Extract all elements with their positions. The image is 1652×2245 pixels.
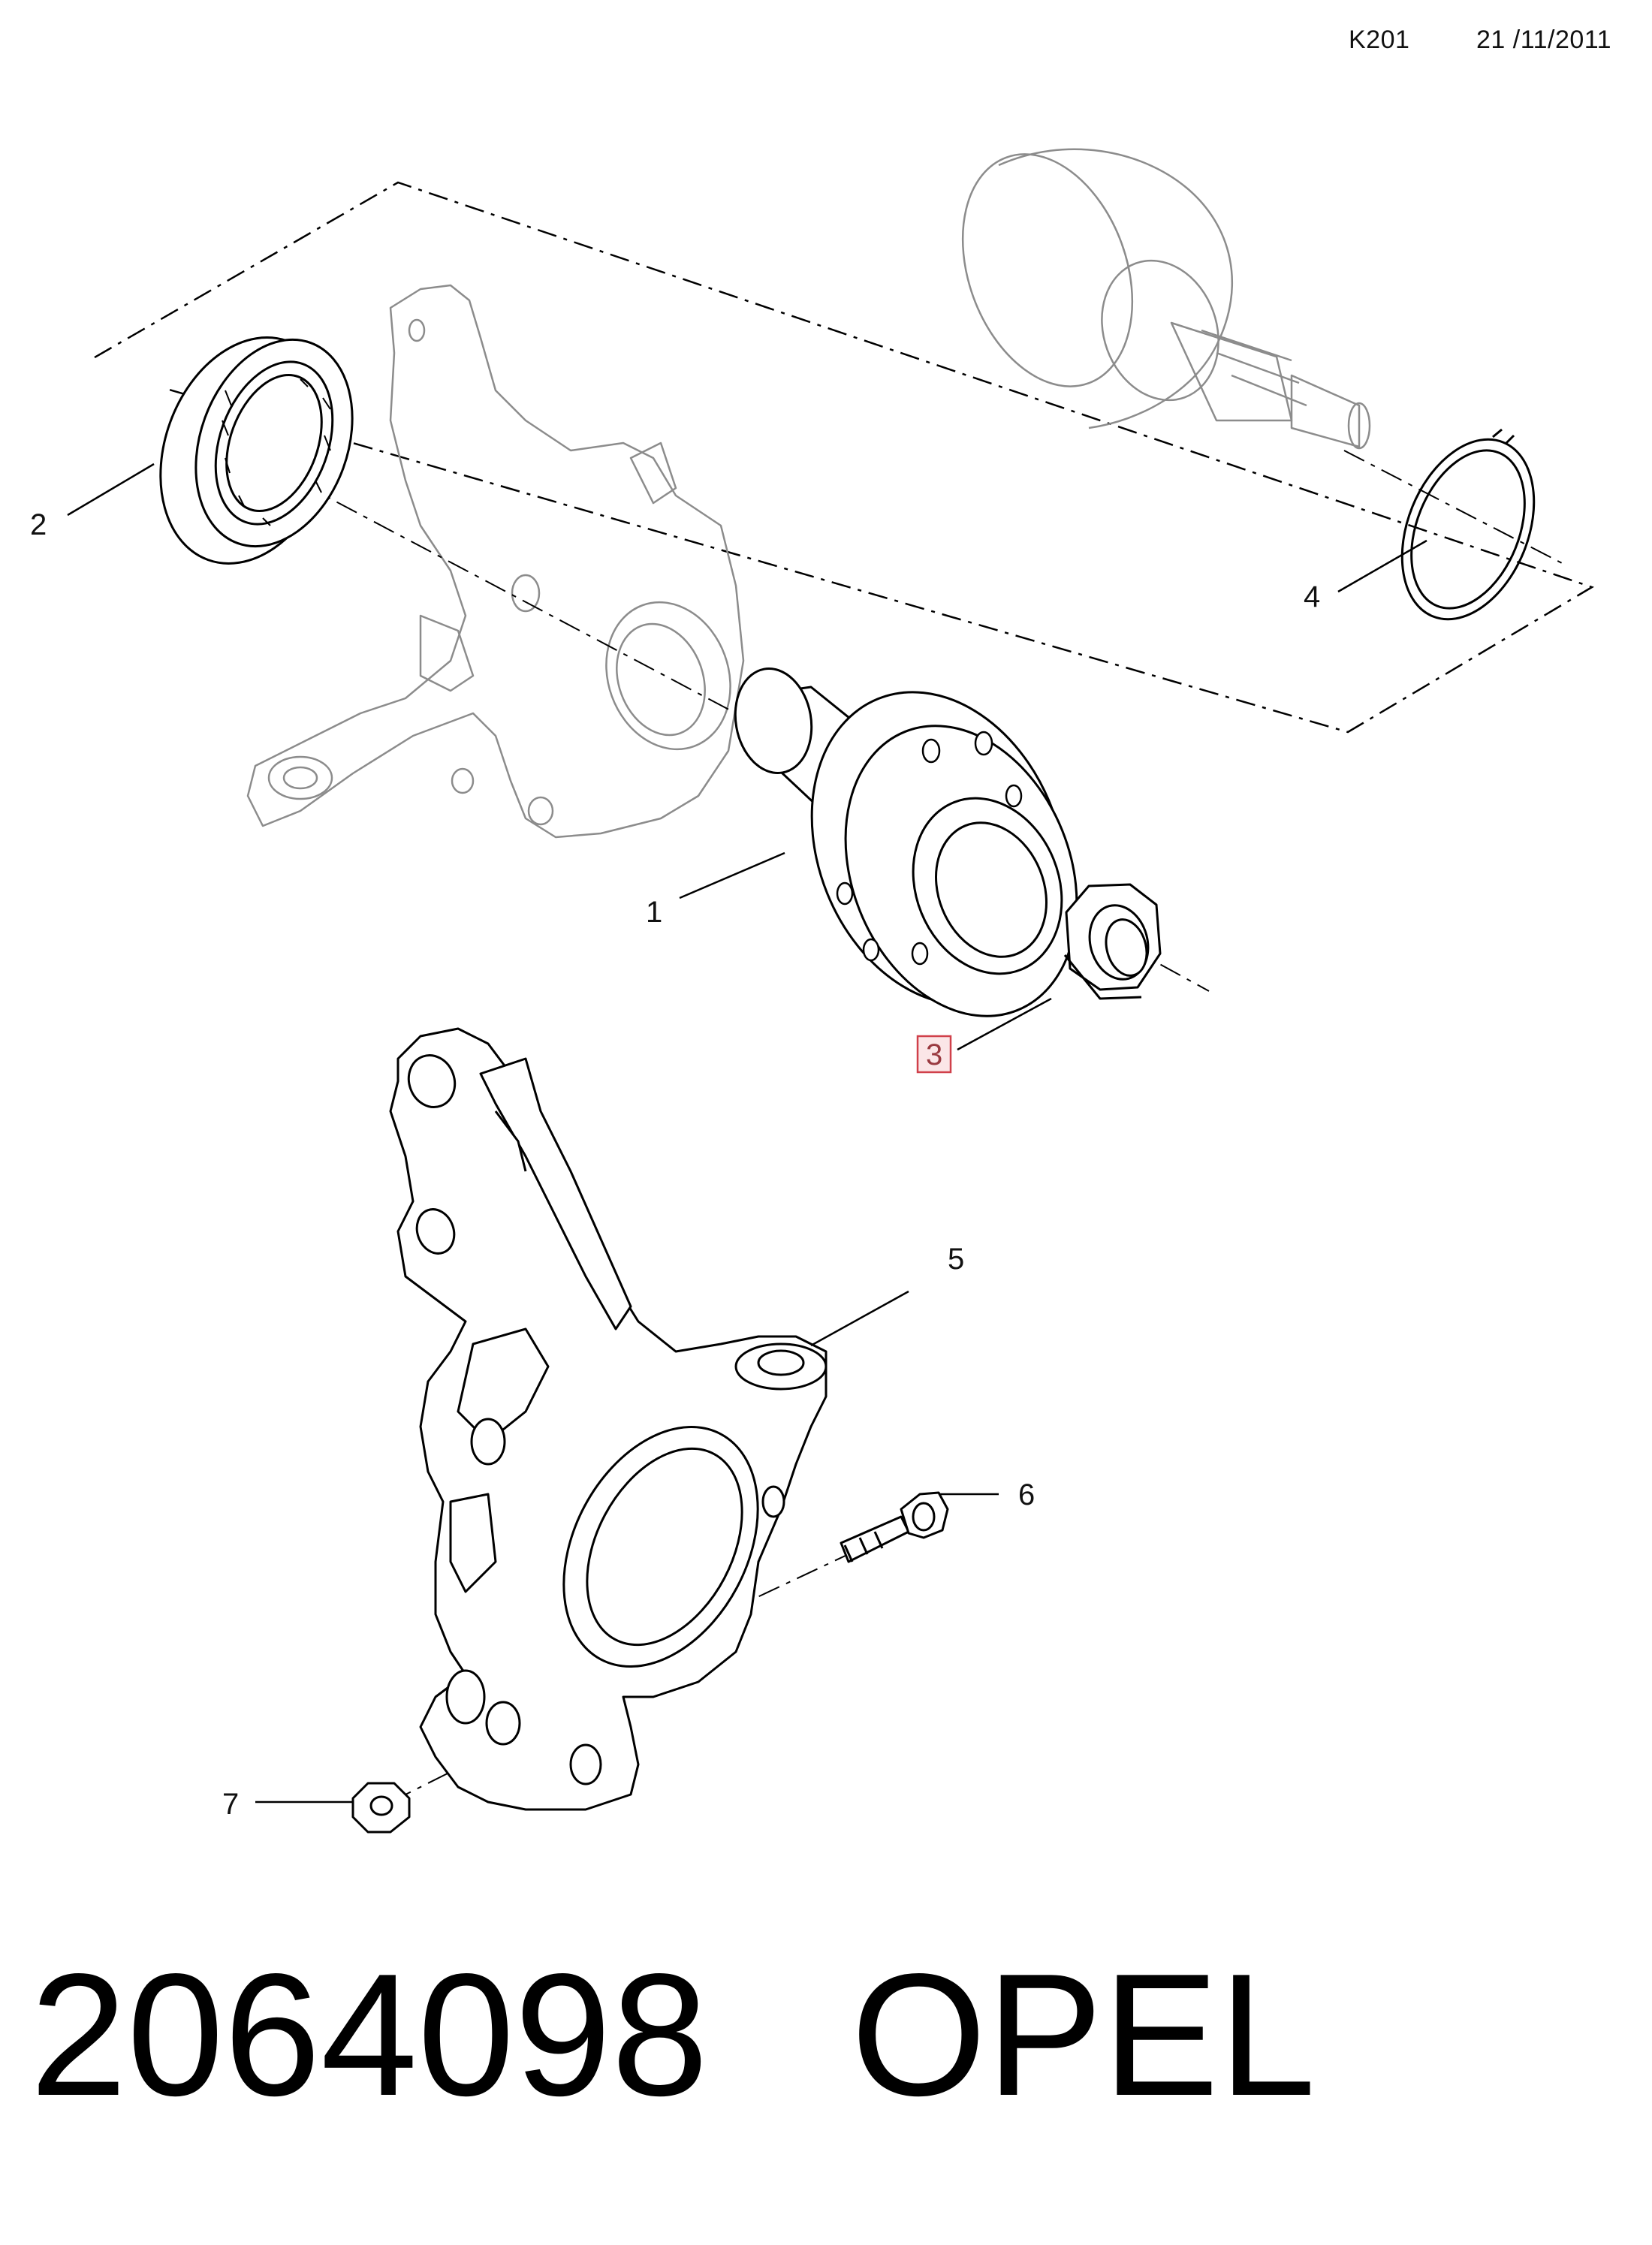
callout-6[interactable]: 6 <box>1018 1478 1035 1511</box>
part-1-wheel-hub <box>734 667 1078 1017</box>
leader-lines <box>67 463 1427 1804</box>
callout-4[interactable]: 4 <box>1304 580 1320 613</box>
part-3-hub-nut <box>1063 883 1162 1000</box>
callout-3-highlight <box>916 1035 952 1074</box>
part-number: 2064098 <box>30 1938 709 2132</box>
callout-3[interactable]: 3 <box>926 1038 942 1071</box>
callout-1[interactable]: 1 <box>646 896 662 929</box>
hub-stud-holes <box>836 731 1023 966</box>
bearing-rollers <box>222 378 331 526</box>
drive-shaft-ghost-drawing <box>961 148 1371 450</box>
part-5-steering-knuckle <box>389 1027 828 1811</box>
part-6-bolt <box>840 1491 949 1563</box>
part-2-bearing <box>159 336 354 565</box>
callout-7[interactable]: 7 <box>222 1788 239 1821</box>
knuckle-ghost-drawing <box>246 284 745 839</box>
diagram-code: K201 <box>1349 26 1410 54</box>
part-7-nut <box>351 1782 411 1834</box>
callout-5[interactable]: 5 <box>948 1243 964 1276</box>
callout-2[interactable]: 2 <box>30 508 47 541</box>
diagram-date: 21 /11/2011 <box>1476 26 1612 54</box>
brand-name: OPEL <box>851 1938 1316 2132</box>
assembly-boundary <box>94 181 1594 734</box>
part-4-circlip <box>1400 428 1536 621</box>
